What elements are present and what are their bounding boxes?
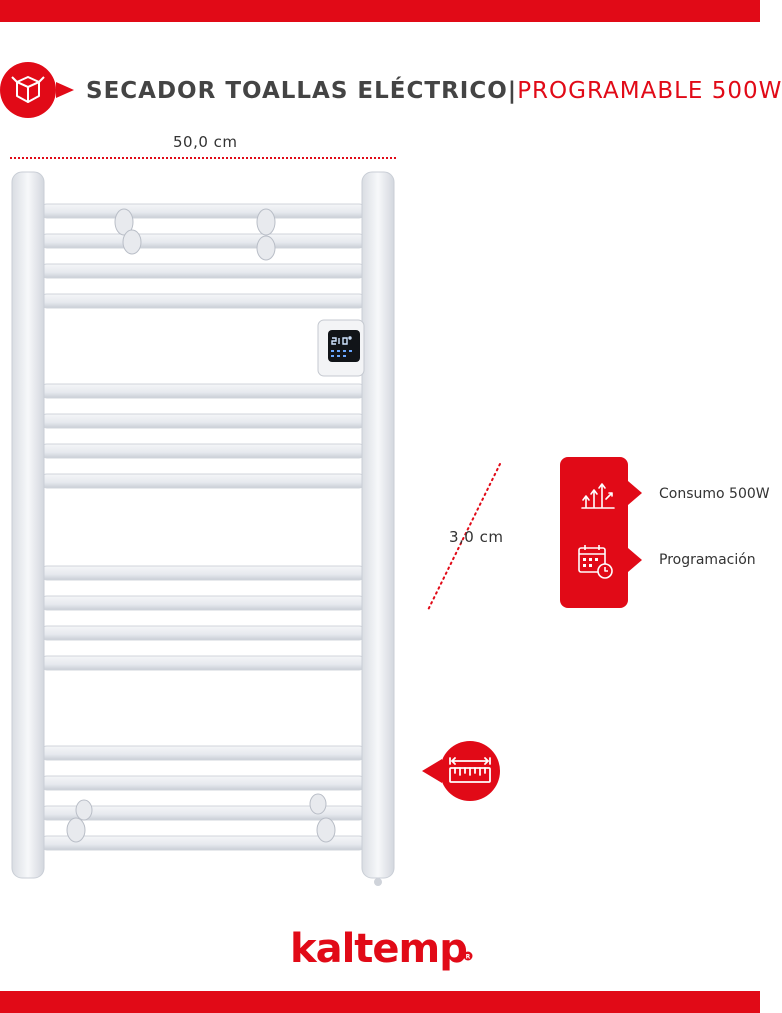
feature-label-consumo: Consumo 500W [659,486,770,502]
width-dimension-label: 50,0 cm [173,133,238,151]
horizontal-tubes [39,203,367,851]
feature-label-programacion: Programación [659,552,756,568]
product-title-accent: PROGRAMABLE 500W [517,78,782,104]
svg-text:kaltemp: kaltemp [290,926,467,972]
calendar-clock-icon [578,545,613,579]
features-panel [560,457,628,608]
product-title-main: SECADOR TOALLAS ELÉCTRICO| [86,78,518,104]
power-increase-icon [581,483,615,509]
wall-brackets [66,208,336,843]
ruler-measure-icon [422,741,500,801]
thermostat-unit [317,319,365,377]
product-title: SECADOR TOALLAS ELÉCTRICO|PROGRAMABLE 50… [86,78,782,104]
depth-dimension-label: 3,0 cm [449,528,504,546]
depth-dimension-line [427,463,501,611]
package-box-icon [0,62,74,118]
thermostat-display [331,336,352,345]
kaltemp-logo: kaltemp R [290,926,473,972]
feature-pointer-power [628,481,642,505]
left-rail [11,171,45,879]
feature-pointer-calendar [628,548,642,572]
right-rail [361,171,395,879]
bottom-accent-bar [0,991,760,1013]
svg-text:R: R [466,954,471,961]
width-dimension-line [10,157,396,159]
top-accent-bar [0,0,760,22]
towel-radiator-image [11,171,395,886]
